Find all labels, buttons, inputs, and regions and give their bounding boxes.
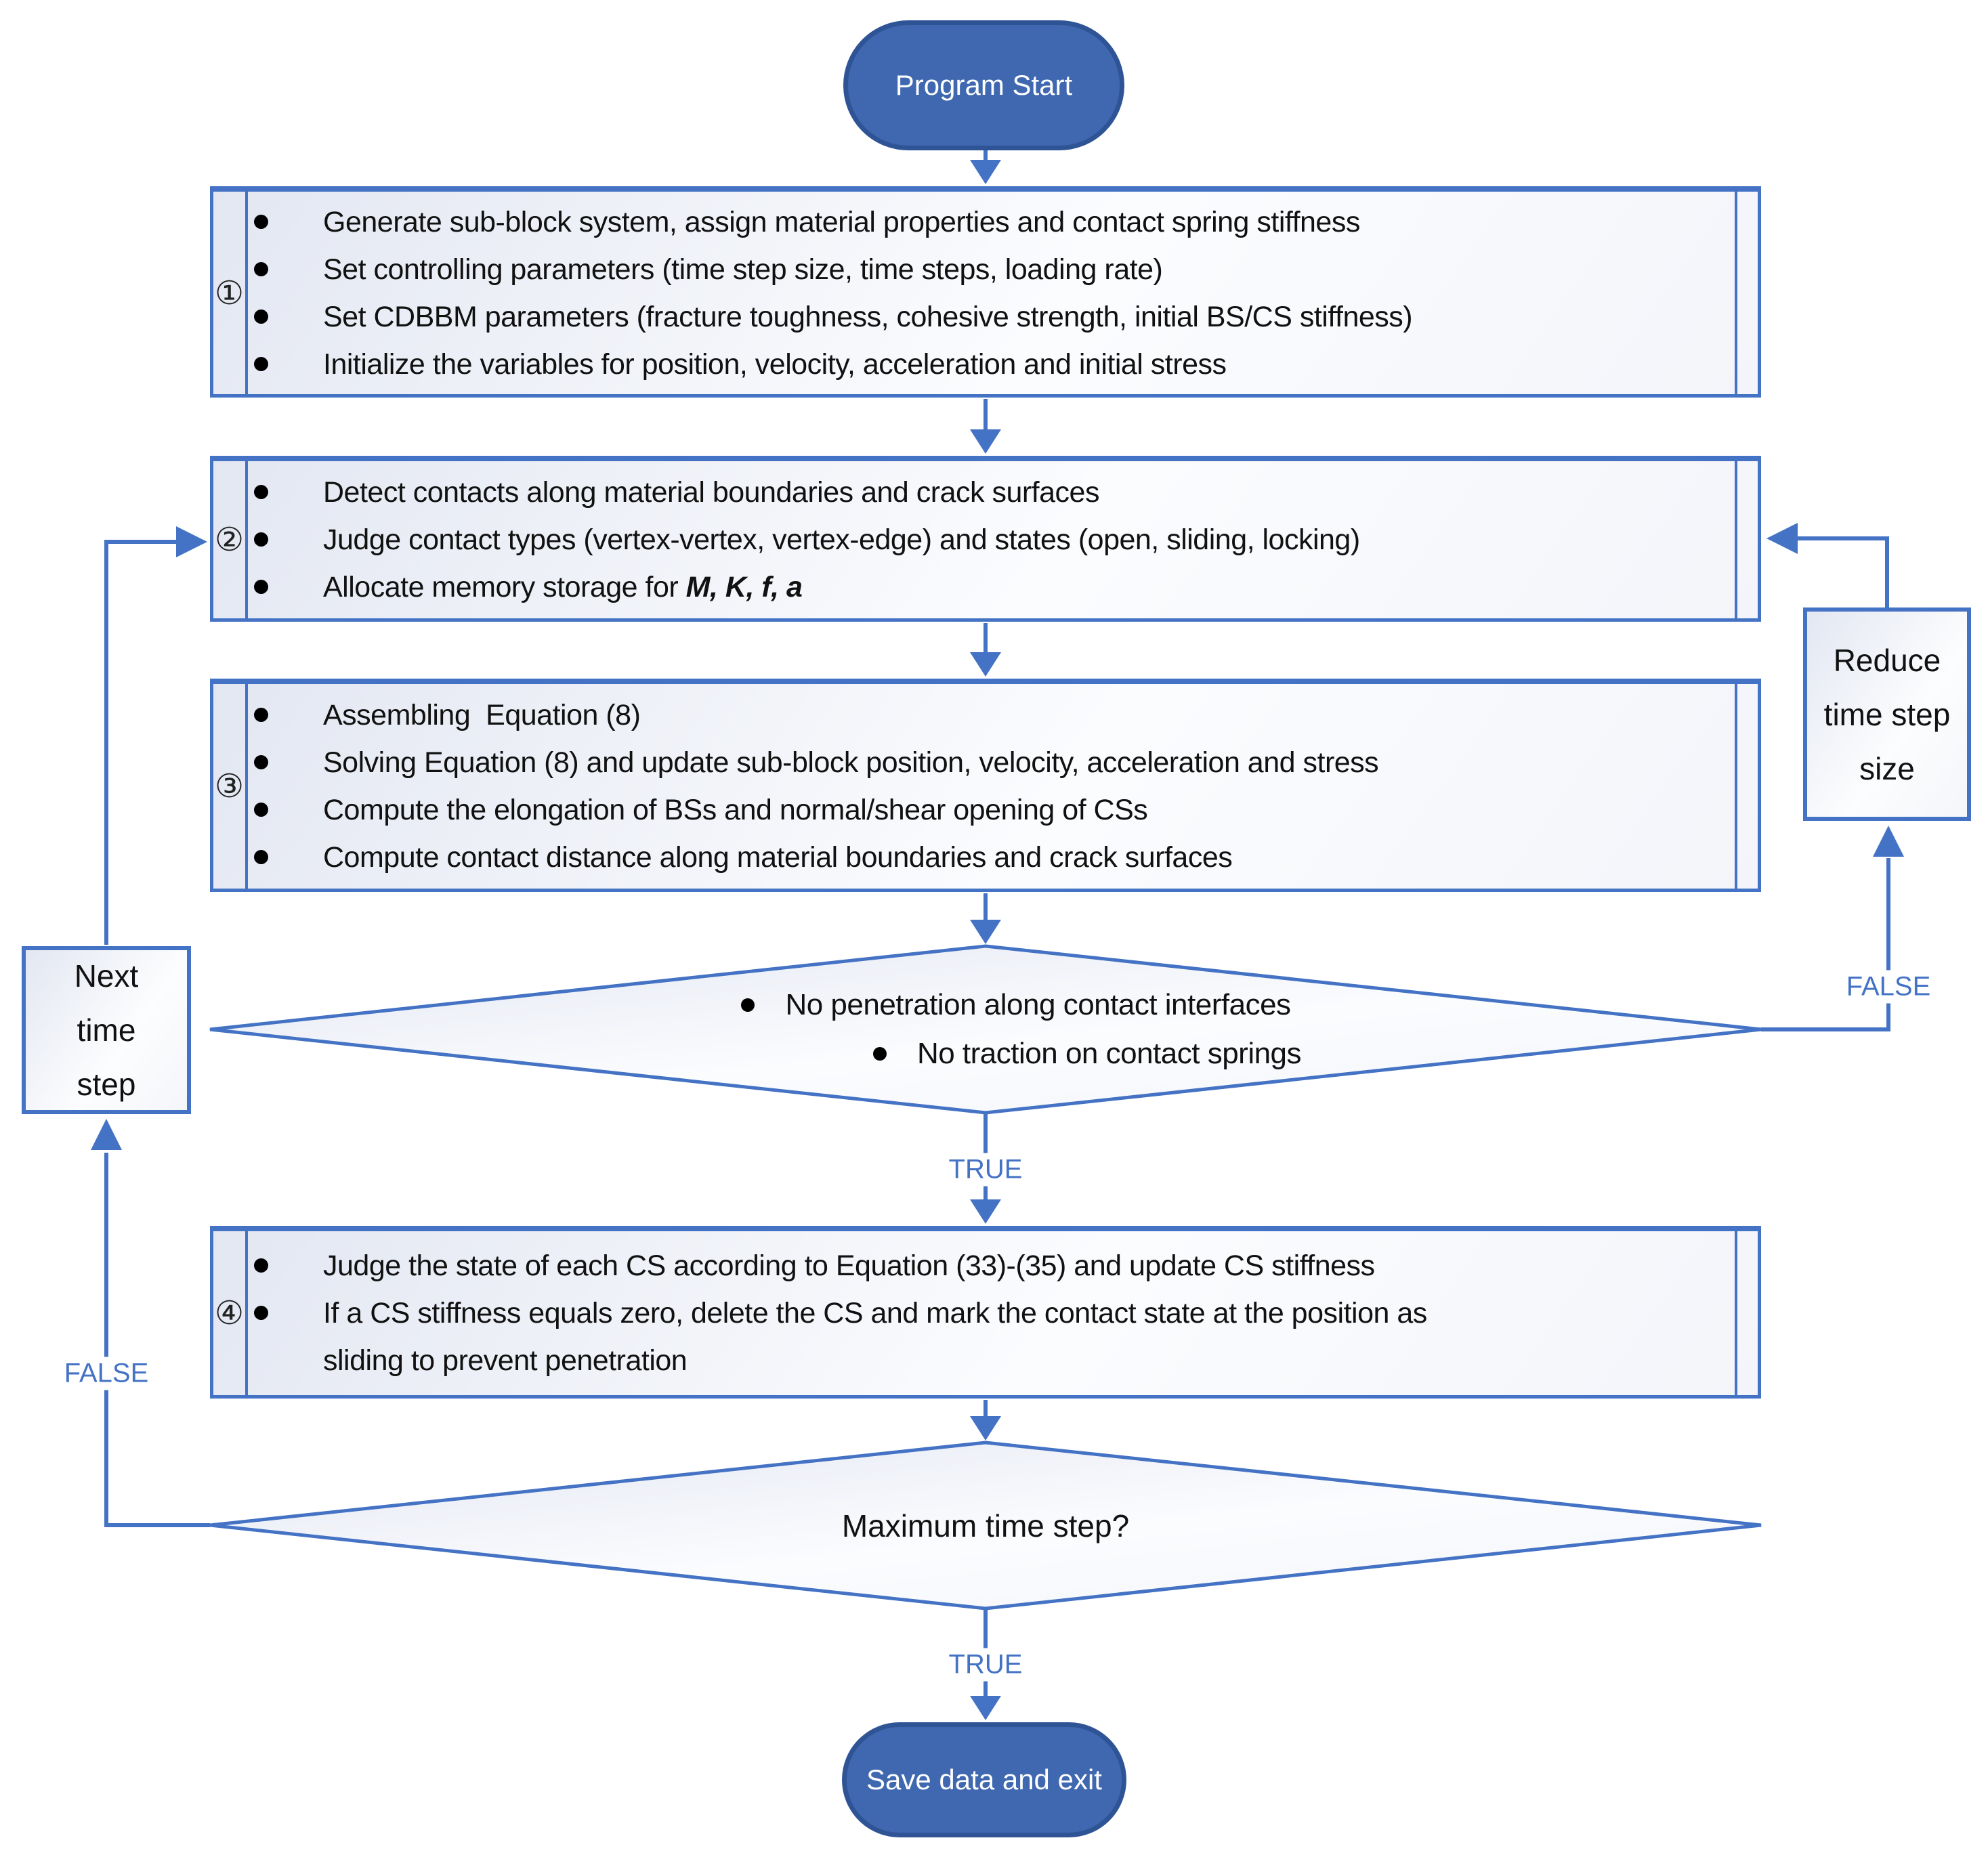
bullet-item: Assembling Equation (8)	[248, 691, 1722, 739]
step-number-badge: ①	[213, 192, 248, 394]
bullet-item: Generate sub-block system, assign materi…	[248, 198, 1722, 246]
step-box-4: ④ Judge the state of each CS according t…	[210, 1226, 1761, 1399]
reduce-time-step-label: Reduce time step size	[1823, 642, 1951, 786]
step-number: ④	[214, 1296, 245, 1331]
step-number-badge: ④	[213, 1231, 248, 1395]
arrowhead-into-decision2	[970, 1416, 1001, 1441]
loop-false-decision2-to-next-step	[104, 1153, 210, 1527]
formula-variables: M, K, f, a	[685, 571, 803, 603]
formula-prefix: Allocate memory storage for	[323, 571, 686, 603]
bullet-item: Initialize the variables for position, v…	[248, 341, 1722, 388]
bullet-dot	[872, 1047, 887, 1061]
step-number: ③	[214, 769, 245, 805]
true-label-decision2: TRUE	[942, 1648, 1030, 1682]
arrowheads	[91, 160, 1904, 1720]
step-content: Assembling Equation (8) Solving Equation…	[248, 684, 1735, 889]
step-content: Generate sub-block system, assign materi…	[248, 192, 1735, 394]
arrowhead-into-end	[970, 1696, 1001, 1720]
decision1-diamond	[209, 944, 1762, 1115]
decision1-text: No penetration along contact interfaces …	[210, 946, 1761, 1113]
step-right-rule	[1735, 1231, 1758, 1395]
bullet-item: Judge contact types (vertex-vertex, vert…	[248, 516, 1722, 563]
step-number: ②	[214, 522, 245, 558]
step-box-3: ③ Assembling Equation (8) Solving Equati…	[210, 679, 1761, 892]
arrowhead-into-step4	[970, 1199, 1001, 1224]
arrowhead-into-step2	[970, 429, 1001, 454]
bullet-dot	[741, 998, 755, 1012]
bullet-item: Set CDBBM parameters (fracture toughness…	[248, 293, 1722, 341]
bullet-item: Detect contacts along material boundarie…	[248, 469, 1722, 516]
bullet-list: Generate sub-block system, assign materi…	[248, 198, 1722, 388]
decision2-text: Maximum time step?	[210, 1443, 1761, 1608]
end-node: Save data and exit	[842, 1722, 1126, 1837]
end-label: Save data and exit	[866, 1764, 1102, 1795]
loop-reduce-to-step2	[1796, 536, 1889, 607]
arrowhead-into-reduce-box	[1873, 826, 1904, 857]
reduce-time-step-box: Reduce time step size	[1803, 607, 1971, 821]
arrowhead-into-decision1	[970, 920, 1001, 944]
bullet-item: Allocate memory storage for M, K, f, a	[248, 563, 1722, 611]
bullet-item: Set controlling parameters (time step si…	[248, 246, 1722, 293]
false-label-next-step: FALSE	[57, 1357, 156, 1390]
step-right-rule	[1735, 684, 1758, 889]
step-box-2: ② Detect contacts along material boundar…	[210, 456, 1761, 622]
decision1-bullet-row: No penetration along contact interfaces	[741, 983, 1291, 1027]
false-label-reduce: FALSE	[1839, 970, 1938, 1004]
step-right-rule	[1735, 192, 1758, 394]
bullet-item: Judge the state of each CS according to …	[248, 1242, 1722, 1289]
step-box-1: ① Generate sub-block system, assign mate…	[210, 186, 1761, 398]
decision1-bullet-row: No traction on contact springs	[872, 1032, 1302, 1075]
decision1-line2: No traction on contact springs	[916, 1037, 1302, 1070]
arrowhead-into-step1	[970, 160, 1001, 184]
bullet-list: Assembling Equation (8) Solving Equation…	[248, 691, 1722, 881]
loop-next-step-to-step2	[104, 540, 177, 945]
arrowhead-into-next-step-box	[91, 1119, 122, 1150]
arrowhead-into-step3	[970, 652, 1001, 677]
bullet-item: Compute the elongation of BSs and normal…	[248, 786, 1722, 834]
true-label-decision1: TRUE	[942, 1153, 1030, 1187]
bullet-list: Detect contacts along material boundarie…	[248, 469, 1722, 611]
decision2-label: Maximum time step?	[841, 1508, 1130, 1543]
bullet-list: Judge the state of each CS according to …	[248, 1242, 1722, 1384]
bullet-item: Compute contact distance along material …	[248, 834, 1722, 881]
bullet-item: Solving Equation (8) and update sub-bloc…	[248, 739, 1722, 786]
next-time-step-label: Next time step	[74, 958, 139, 1102]
step-number-badge: ②	[213, 461, 248, 618]
step-right-rule	[1735, 461, 1758, 618]
arrowhead-left-into-step2	[176, 526, 207, 557]
step-number-badge: ③	[213, 684, 248, 889]
step-number: ①	[214, 275, 245, 312]
next-time-step-box: Next time step	[22, 946, 191, 1114]
decision1-line1: No penetration along contact interfaces	[785, 988, 1291, 1021]
arrowhead-right-into-step2	[1767, 523, 1798, 554]
start-node: Program Start	[843, 20, 1124, 150]
loop-false-decision1-to-reduce	[1761, 858, 1890, 1031]
start-label: Program Start	[895, 69, 1073, 101]
bullet-item: If a CS stiffness equals zero, delete th…	[248, 1289, 1722, 1384]
step-content: Judge the state of each CS according to …	[248, 1231, 1735, 1395]
step-content: Detect contacts along material boundarie…	[248, 461, 1735, 618]
decision2-diamond	[209, 1441, 1762, 1611]
